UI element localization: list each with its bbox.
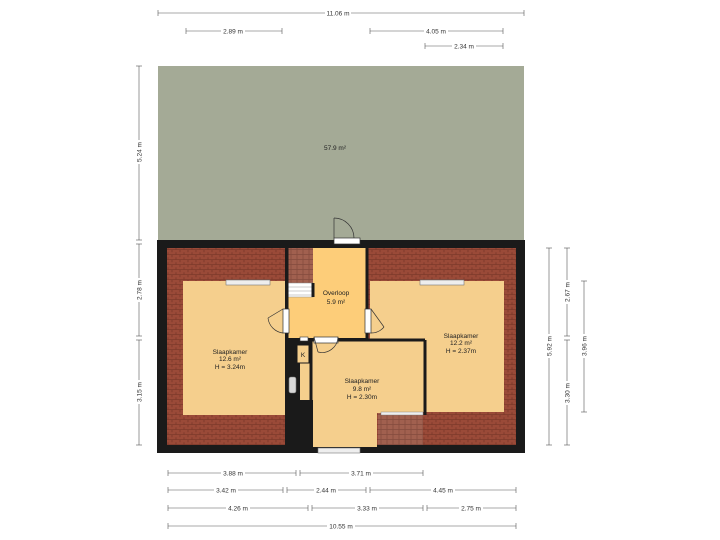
roof-slope-bottom-center bbox=[378, 413, 423, 445]
landing-name: Overloop bbox=[323, 290, 350, 297]
dim-top-right-sub: 2.34 m bbox=[454, 44, 474, 51]
dim-left-upper: 5.24 m bbox=[137, 142, 144, 162]
dim-bottom-total: 10.55 m bbox=[329, 524, 353, 531]
stairwell-roof-overlay bbox=[287, 248, 313, 283]
dim-top-left: 2.89 m bbox=[223, 29, 243, 36]
dim-bottom-row1-a: 3.88 m bbox=[223, 471, 243, 478]
dim-bottom-row3-a: 4.26 m bbox=[228, 506, 248, 513]
window-left bbox=[225, 279, 271, 286]
dimension-label-backgrounds bbox=[135, 9, 588, 530]
door-bedroom-left bbox=[267, 308, 290, 334]
closet-floor bbox=[296, 344, 310, 364]
window-bottom bbox=[317, 447, 361, 454]
window-bottom-right bbox=[380, 411, 424, 416]
dim-bottom-row1-b: 3.71 m bbox=[351, 471, 371, 478]
terrace-area bbox=[158, 66, 524, 242]
bedroom-right-height: H = 2.37m bbox=[446, 348, 476, 355]
dim-bottom-row2-c: 4.45 m bbox=[433, 488, 453, 495]
bedroom-left-height: H = 3.24m bbox=[215, 364, 245, 371]
dim-top-right: 4.05 m bbox=[426, 29, 446, 36]
staircase bbox=[286, 282, 314, 298]
bedroom-center-name: Slaapkamer bbox=[345, 378, 381, 385]
landing-area: 5.9 m² bbox=[327, 299, 346, 306]
door-terrace bbox=[333, 217, 361, 245]
door-closet bbox=[299, 336, 309, 342]
dim-bottom-row3-b: 3.33 m bbox=[357, 506, 377, 513]
door-bedroom-center bbox=[313, 336, 339, 353]
door-bedroom-right bbox=[364, 308, 385, 334]
bedroom-left-floor bbox=[183, 281, 285, 415]
bedroom-right-name: Slaapkamer bbox=[444, 333, 480, 340]
terrace-area-label: 57.9 m² bbox=[324, 145, 347, 152]
dim-bottom-row2-a: 3.42 m bbox=[216, 488, 236, 495]
dim-right-middle: 3.96 m bbox=[582, 336, 589, 356]
dim-right-inner-upper: 2.67 m bbox=[565, 282, 572, 302]
dim-left-middle: 2.78 m bbox=[137, 280, 144, 300]
bedroom-center-floor bbox=[300, 341, 423, 447]
bedroom-left-area: 12.6 m² bbox=[219, 356, 242, 363]
dim-left-lower: 3.15 m bbox=[137, 382, 144, 402]
bedroom-right-area: 12.2 m² bbox=[450, 340, 473, 347]
bedroom-left-name: Slaapkamer bbox=[213, 349, 249, 356]
dim-right-inner-lower: 3.30 m bbox=[565, 383, 572, 403]
bedroom-center-height: H = 2.30m bbox=[347, 394, 377, 401]
bedroom-center-area: 9.8 m² bbox=[353, 386, 372, 393]
dim-right-outer: 5.92 m bbox=[547, 336, 554, 356]
dim-bottom-row2-b: 2.44 m bbox=[316, 488, 336, 495]
dim-bottom-row3-c: 2.75 m bbox=[461, 506, 481, 513]
closet-label: K bbox=[301, 352, 306, 359]
radiator bbox=[288, 376, 297, 394]
window-right bbox=[419, 279, 465, 286]
dim-top-total: 11.06 m bbox=[326, 11, 349, 18]
